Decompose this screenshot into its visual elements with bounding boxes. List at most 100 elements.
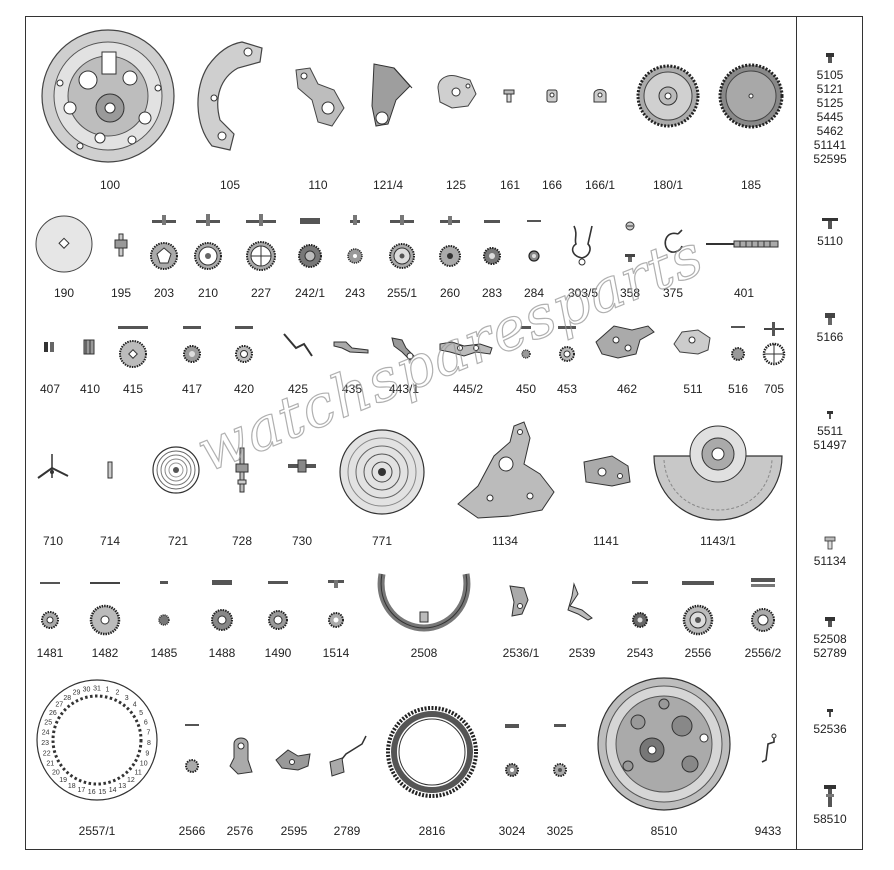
part-375[interactable]: 375 xyxy=(652,210,694,305)
wheel-drawing xyxy=(439,216,461,267)
part-label: 1141 xyxy=(593,534,619,548)
part-161[interactable]: 161 xyxy=(490,28,530,198)
part-label: 445/2 xyxy=(452,382,484,396)
part-435[interactable]: 435 xyxy=(328,318,376,403)
part-462[interactable]: 462 xyxy=(592,318,662,403)
part-1134[interactable]: 1134 xyxy=(450,412,560,555)
screw-label: 51497 xyxy=(813,438,847,452)
part-728[interactable]: 728 xyxy=(222,420,262,555)
screw-icon xyxy=(827,411,833,419)
part-2789[interactable]: 2789 xyxy=(322,700,372,840)
date-ring-number: 3 xyxy=(125,695,129,702)
part-label: 227 xyxy=(250,286,272,300)
part-401[interactable]: 401 xyxy=(698,210,790,305)
date-ring-number: 28 xyxy=(63,695,71,702)
wheel-drawing xyxy=(553,724,567,777)
part-771[interactable]: 771 xyxy=(336,420,428,555)
part-2816[interactable]: 2816 xyxy=(384,696,480,840)
part-283[interactable]: 283 xyxy=(474,210,510,305)
part-195[interactable]: 195 xyxy=(104,210,138,305)
part-730[interactable]: 730 xyxy=(282,420,322,555)
part-100[interactable]: 100 xyxy=(40,28,180,198)
screw-group-5[interactable]: 51134 xyxy=(797,536,863,568)
wheel-drawing xyxy=(751,578,775,632)
part-2595[interactable]: 2595 xyxy=(270,700,318,840)
part-1141[interactable]: 1141 xyxy=(576,420,636,555)
part-190[interactable]: 190 xyxy=(32,210,96,305)
part-260[interactable]: 260 xyxy=(430,210,470,305)
screw-group-8[interactable]: 58510 xyxy=(797,784,863,826)
part-1514[interactable]: 1514 xyxy=(316,570,356,665)
part-417[interactable]: 417 xyxy=(172,318,212,403)
part-210[interactable]: 210 xyxy=(188,210,228,305)
part-445-2[interactable]: 445/2 xyxy=(436,318,500,403)
part-8510[interactable]: 8510 xyxy=(594,676,734,840)
part-1488[interactable]: 1488 xyxy=(202,570,242,665)
staff-drawing xyxy=(107,461,113,479)
part-410[interactable]: 410 xyxy=(72,318,108,403)
part-710[interactable]: 710 xyxy=(28,420,78,555)
part-425[interactable]: 425 xyxy=(276,318,320,403)
part-453[interactable]: 453 xyxy=(548,318,586,403)
part-166[interactable]: 166 xyxy=(532,28,572,198)
part-2536-1[interactable]: 2536/1 xyxy=(494,570,548,665)
part-1485[interactable]: 1485 xyxy=(144,570,184,665)
part-2566[interactable]: 2566 xyxy=(172,700,212,840)
part-358[interactable]: 358 xyxy=(610,210,650,305)
part-180-1[interactable]: 180/1 xyxy=(636,28,700,198)
part-255-1[interactable]: 255/1 xyxy=(380,210,424,305)
part-443-1[interactable]: 443/1 xyxy=(380,318,428,403)
part-label: 462 xyxy=(616,382,638,396)
part-2576[interactable]: 2576 xyxy=(216,700,264,840)
part-227[interactable]: 227 xyxy=(238,210,284,305)
part-166-1[interactable]: 166/1 xyxy=(580,28,620,198)
part-721[interactable]: 721 xyxy=(150,420,206,555)
part-1481[interactable]: 1481 xyxy=(30,570,70,665)
screw-group-7[interactable]: 52536 xyxy=(797,708,863,736)
part-2556[interactable]: 2556 xyxy=(676,570,720,665)
part-label: 9433 xyxy=(754,824,782,838)
part-2539[interactable]: 2539 xyxy=(558,570,606,665)
part-121-4[interactable]: 121/4 xyxy=(358,28,418,198)
date-ring-number: 13 xyxy=(118,783,126,790)
part-1143-1[interactable]: 1143/1 xyxy=(648,416,788,555)
part-242-1[interactable]: 242/1 xyxy=(290,210,330,305)
screw-group-2[interactable]: 5110 xyxy=(797,216,863,248)
part-185[interactable]: 185 xyxy=(718,28,784,198)
part-511[interactable]: 511 xyxy=(668,318,718,403)
screw-group-3[interactable]: 5166 xyxy=(797,312,863,344)
part-3024[interactable]: 3024 xyxy=(492,700,532,840)
part-303-5[interactable]: 303/5 xyxy=(560,210,606,305)
part-label: 180/1 xyxy=(652,178,684,192)
screw-group-6[interactable]: 52508 52789 xyxy=(797,616,863,660)
part-407[interactable]: 407 xyxy=(32,318,68,403)
part-label: 260 xyxy=(439,286,461,300)
jumper-drawing xyxy=(229,737,253,775)
part-1490[interactable]: 1490 xyxy=(258,570,298,665)
part-243[interactable]: 243 xyxy=(336,210,374,305)
part-203[interactable]: 203 xyxy=(144,210,184,305)
date-ring-number: 24 xyxy=(42,730,50,737)
part-110[interactable]: 110 xyxy=(288,28,348,198)
part-415[interactable]: 415 xyxy=(112,318,154,403)
part-1482[interactable]: 1482 xyxy=(82,570,128,665)
part-3025[interactable]: 3025 xyxy=(540,700,580,840)
screw-label: 51134 xyxy=(813,554,847,568)
part-2508[interactable]: 2508 xyxy=(376,566,472,665)
part-705[interactable]: 705 xyxy=(756,318,792,403)
screw-group-4[interactable]: 5511 51497 xyxy=(797,410,863,452)
part-9433[interactable]: 9433 xyxy=(748,700,788,840)
part-2543[interactable]: 2543 xyxy=(620,570,660,665)
part-284[interactable]: 284 xyxy=(516,210,552,305)
part-105[interactable]: 105 xyxy=(190,28,270,198)
part-2556-2[interactable]: 2556/2 xyxy=(738,570,788,665)
screw-group-1[interactable]: 5105 5121 5125 5445 5462 51141 52595 xyxy=(797,52,863,166)
part-450[interactable]: 450 xyxy=(508,318,544,403)
part-714[interactable]: 714 xyxy=(90,420,130,555)
part-516[interactable]: 516 xyxy=(720,318,756,403)
part-label: 3024 xyxy=(498,824,526,838)
part-125[interactable]: 125 xyxy=(426,28,486,198)
part-420[interactable]: 420 xyxy=(224,318,264,403)
screw-icon xyxy=(827,709,833,717)
